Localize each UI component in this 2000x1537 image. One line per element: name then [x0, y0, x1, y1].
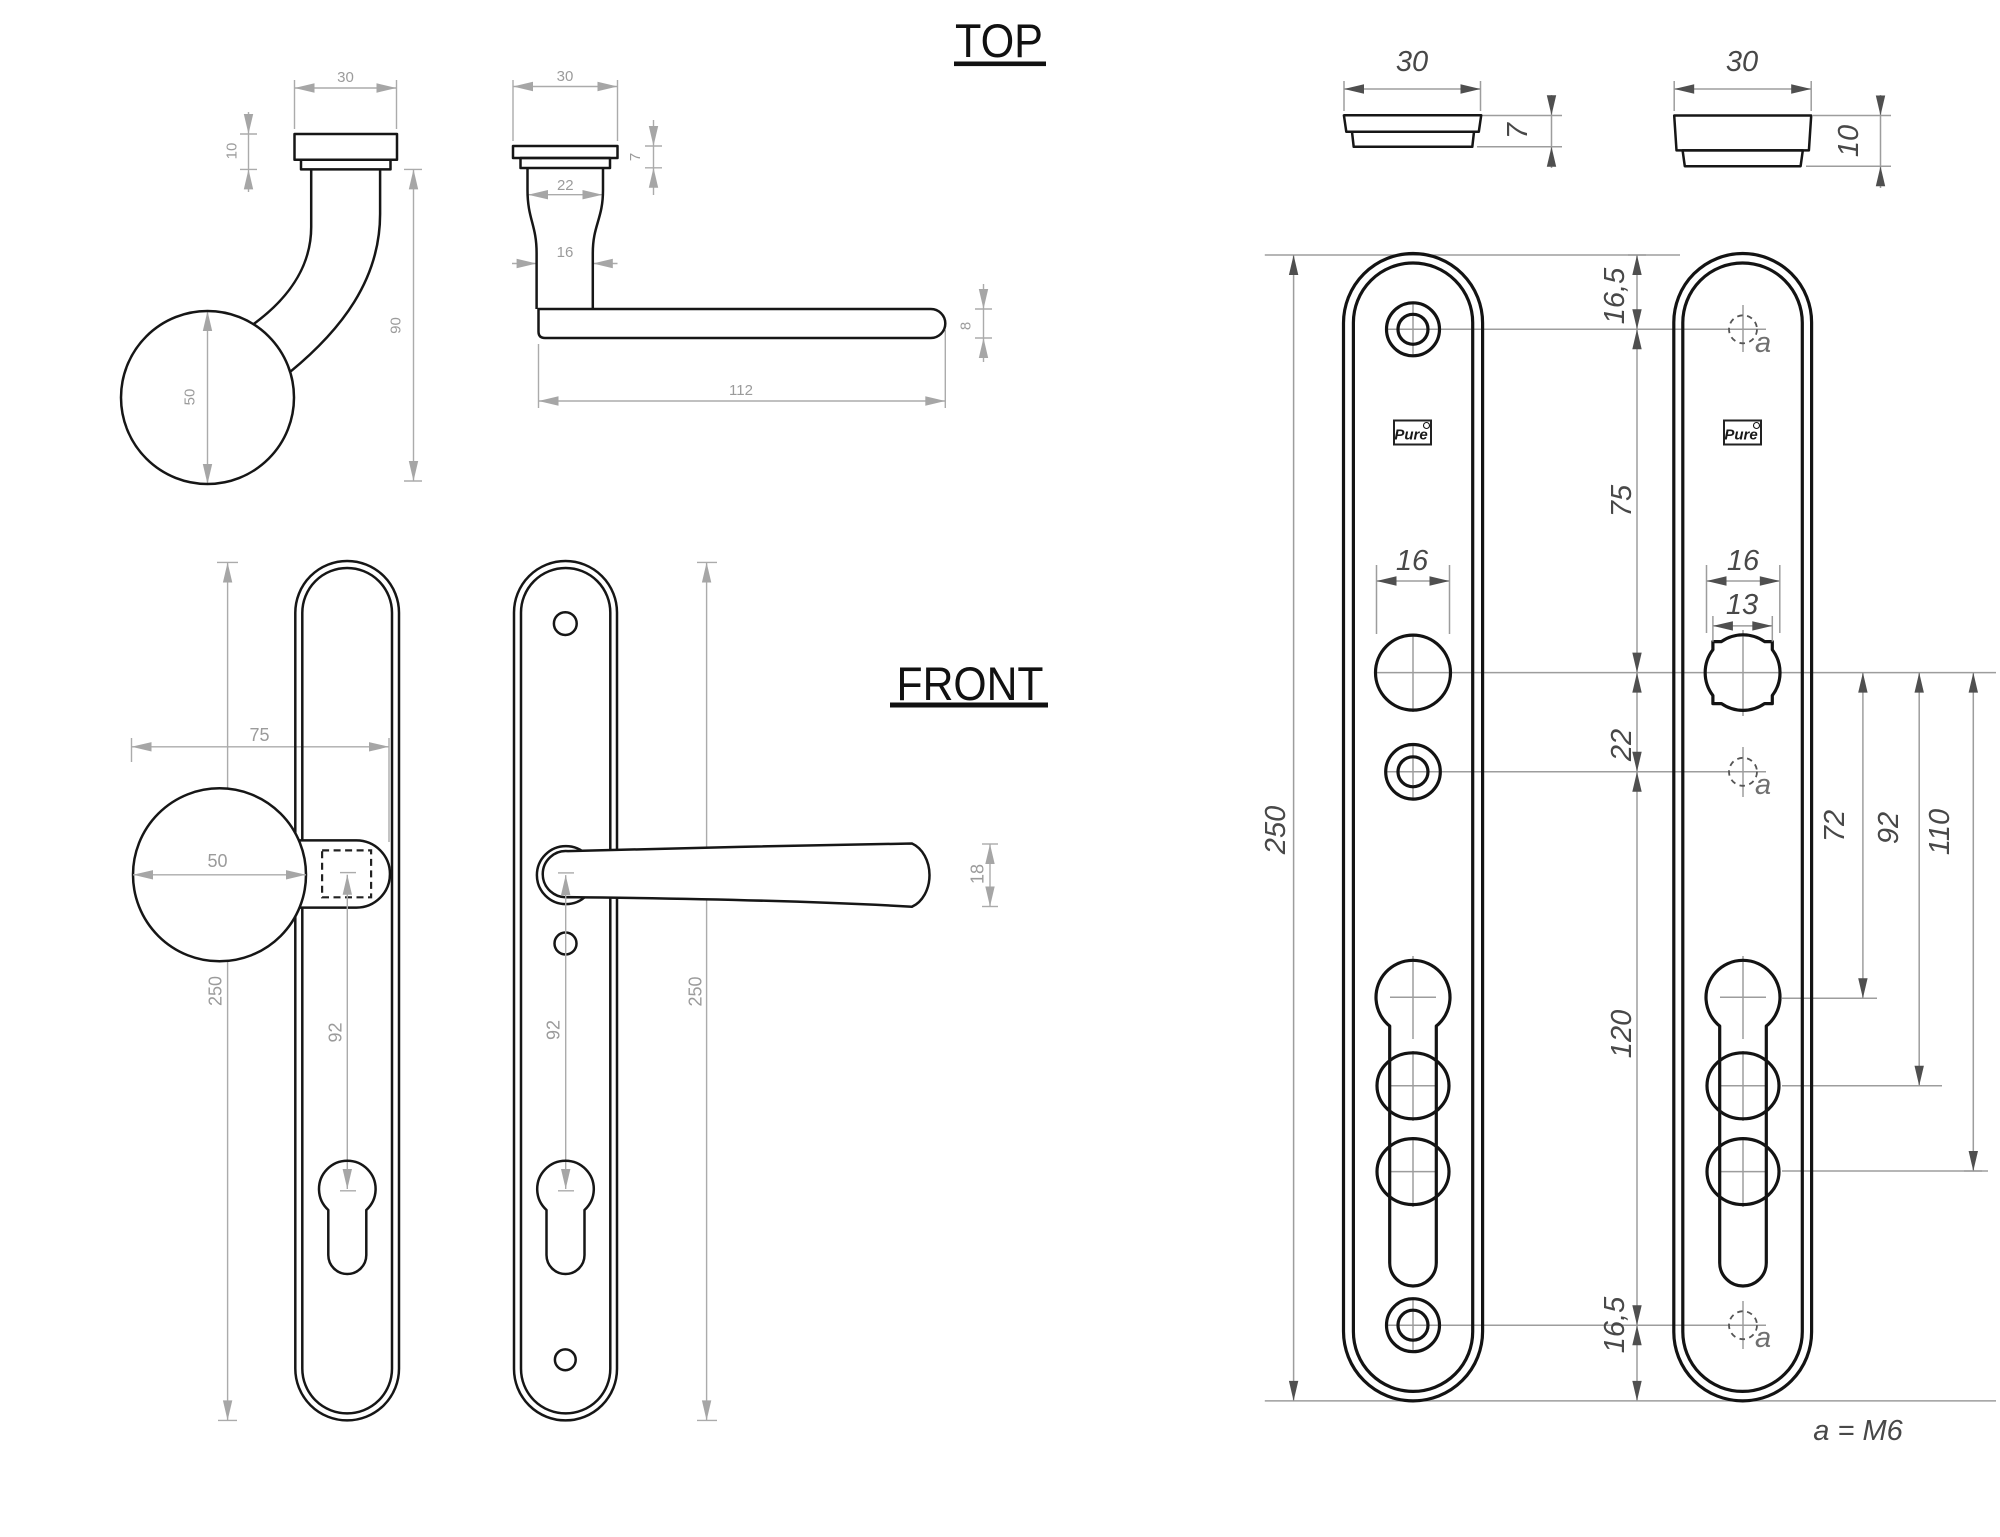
svg-text:92: 92: [1873, 812, 1905, 844]
svg-text:a: a: [1755, 769, 1771, 801]
svg-text:a: a: [1755, 327, 1771, 359]
svg-text:10: 10: [224, 143, 241, 160]
svg-text:7: 7: [627, 153, 644, 161]
svg-text:250: 250: [206, 976, 226, 1006]
svg-text:110: 110: [1924, 809, 1956, 855]
svg-text:112: 112: [729, 382, 753, 399]
svg-text:30: 30: [557, 68, 574, 85]
svg-text:92: 92: [326, 1022, 346, 1042]
svg-text:120: 120: [1606, 1010, 1638, 1058]
svg-text:75: 75: [1606, 484, 1638, 517]
svg-text:16,5: 16,5: [1599, 267, 1631, 324]
svg-text:Pure: Pure: [1394, 427, 1427, 444]
svg-text:7: 7: [1502, 121, 1534, 139]
svg-text:22: 22: [557, 177, 574, 194]
svg-text:8: 8: [958, 322, 975, 330]
svg-text:250: 250: [1260, 806, 1292, 855]
svg-text:a = M6: a = M6: [1813, 1415, 1903, 1447]
svg-text:18: 18: [968, 864, 988, 884]
svg-text:50: 50: [182, 389, 199, 406]
svg-text:TOP: TOP: [955, 14, 1043, 67]
svg-text:30: 30: [337, 69, 354, 86]
svg-text:72: 72: [1819, 810, 1851, 842]
svg-text:92: 92: [544, 1020, 564, 1040]
svg-text:FRONT: FRONT: [897, 657, 1044, 710]
svg-text:50: 50: [207, 851, 227, 871]
svg-text:13: 13: [1726, 589, 1758, 621]
svg-text:30: 30: [1396, 46, 1428, 78]
svg-text:Pure: Pure: [1724, 427, 1757, 444]
svg-text:10: 10: [1833, 125, 1865, 157]
svg-text:22: 22: [1606, 729, 1638, 762]
svg-text:16: 16: [557, 244, 574, 261]
svg-text:16,5: 16,5: [1599, 1296, 1631, 1353]
svg-text:250: 250: [686, 976, 706, 1006]
svg-text:16: 16: [1727, 545, 1760, 577]
svg-text:30: 30: [1726, 46, 1758, 78]
svg-text:16: 16: [1396, 545, 1429, 577]
svg-text:90: 90: [388, 317, 405, 334]
svg-text:75: 75: [249, 725, 269, 745]
svg-text:a: a: [1755, 1322, 1771, 1354]
